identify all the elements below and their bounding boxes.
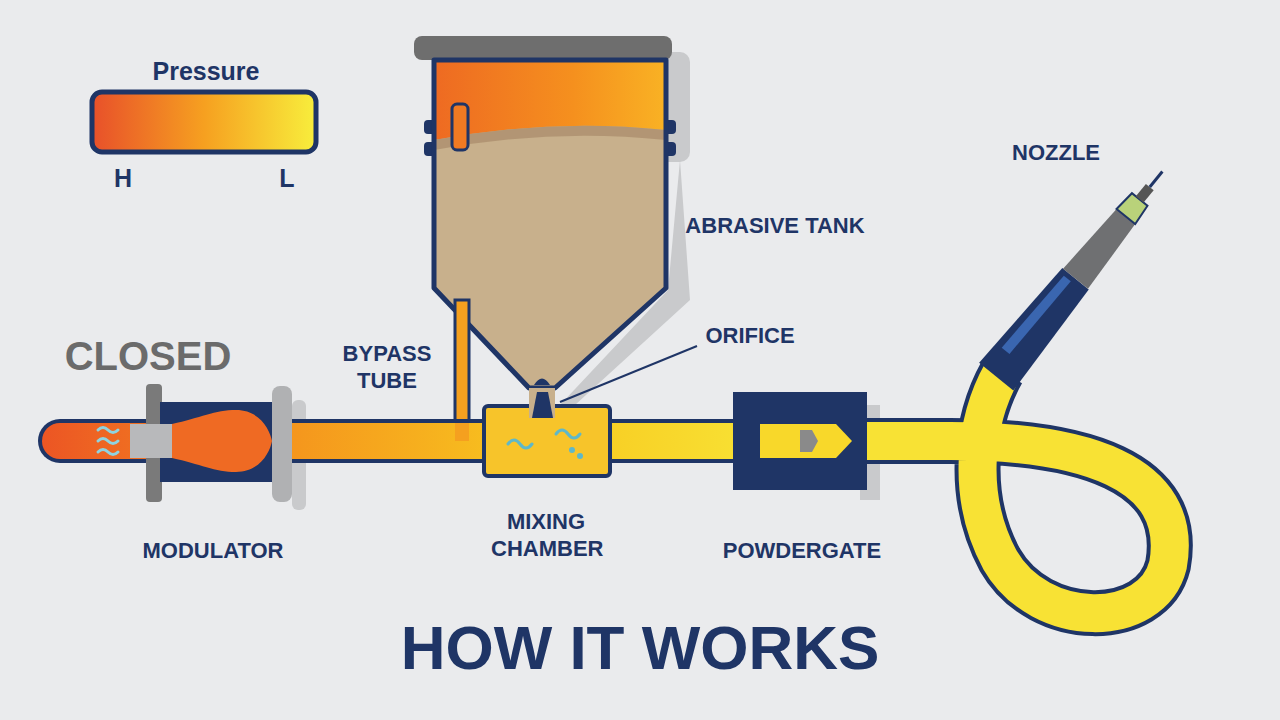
legend-heading: Pressure [152,56,259,87]
state-label: CLOSED [65,331,232,381]
mixing-chamber [484,379,610,477]
part-name: ABRASIVE TANK [685,212,864,240]
part-name: MIXING CHAMBER [491,508,601,563]
part-name: BYPASS TUBE [332,340,442,395]
diagram-title: HOW IT WORKS [401,609,880,687]
scale-end: L [279,163,294,194]
leader-line [560,346,697,402]
nozzle-handpiece [979,158,1179,391]
modulator [98,384,292,502]
part-name: NOZZLE [1012,139,1100,167]
part-name: ORIFICE [705,322,794,350]
pressure-scale [92,92,316,152]
part-name: MODULATOR [143,537,284,565]
powdergate [733,392,867,490]
main-pipe [38,419,798,463]
part-name: POWDERGATE [723,537,881,565]
abrasive-tank [414,36,676,388]
scale-end: H [114,163,132,194]
